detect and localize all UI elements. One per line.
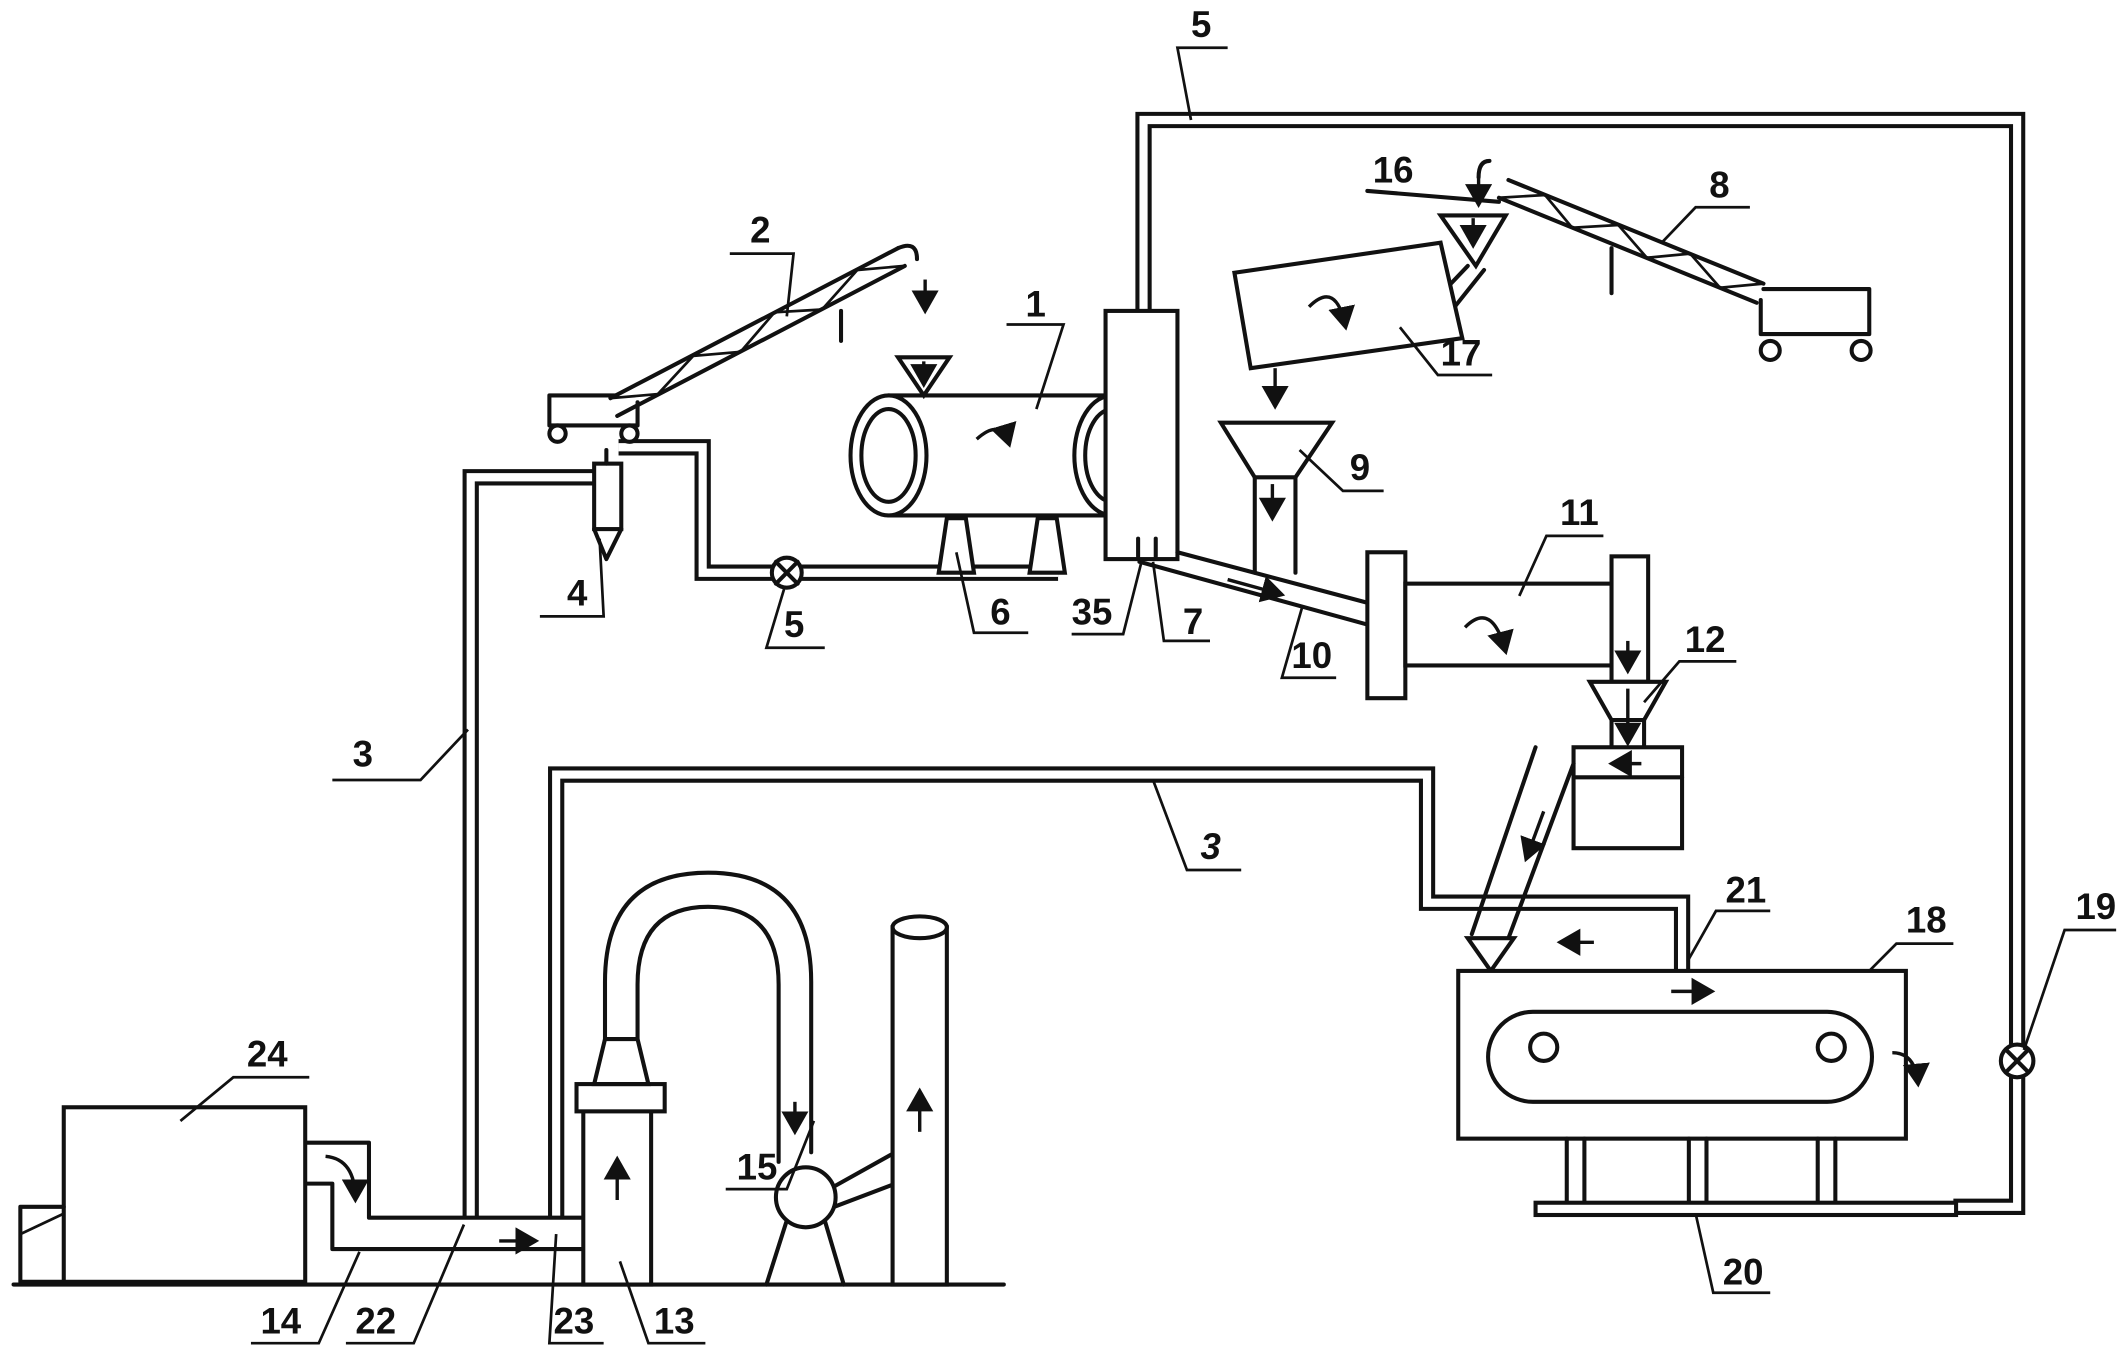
label-2: 2 [729,210,796,317]
label-17: 17 [1398,326,1493,377]
flow-arrow-10 [1227,575,1286,603]
chute-10 [1137,550,1370,627]
duct-arch [602,870,814,1164]
label-5-text: 5 [784,604,804,645]
chute-to-dryer [1463,745,1576,975]
label-12: 12 [1643,619,1737,704]
hopper-16 [1365,158,1510,313]
flow-arrow-chute [1520,810,1546,863]
label-7: 7 [1151,561,1211,643]
valve-5 [769,555,804,590]
label-9-text: 9 [1350,447,1370,488]
curved-arrow-unit-24 [325,1154,369,1204]
label-3-left-text: 3 [353,733,373,774]
hopper-12 [1586,679,1670,753]
label-20-text: 20 [1723,1251,1764,1292]
label-10-text: 10 [1291,635,1332,676]
label-18: 18 [1868,900,1954,972]
base-20 [1533,1200,1959,1218]
label-24-text: 24 [247,1033,288,1074]
label-13: 13 [618,1260,706,1345]
label-8-text: 8 [1709,165,1729,206]
pipe-14 [303,1140,586,1255]
label-24: 24 [179,1033,310,1122]
label-14: 14 [250,1251,361,1345]
label-35-text: 35 [1072,591,1113,632]
label-35: 35 [1071,558,1144,636]
label-9: 9 [1298,447,1384,493]
label-5-top-text: 5 [1191,4,1211,45]
rotary-drum-11 [1365,550,1651,701]
dryer-18 [1456,928,1930,1209]
label-5: 5 [764,588,825,650]
support-6 [936,516,1068,575]
pipe-cyclone-to-support [618,439,1059,581]
label-11: 11 [1518,492,1604,597]
conveyor-8 [1496,177,1873,363]
label-5-top: 5 [1175,4,1228,121]
label-16: 16 [1373,150,1414,191]
label-1: 1 [1006,283,1066,410]
label-15: 15 [725,1120,816,1191]
pipe-top-loop [1135,111,2026,1215]
label-3-middle: 3 [1151,779,1242,872]
pipe-3-left [462,469,600,1218]
rotation-arrow-1 [975,421,1017,448]
pipe-3-middle [548,766,1691,1218]
label-3-middle-text: 3 [1201,826,1222,867]
label-4-text: 4 [567,572,588,613]
label-18-text: 18 [1906,900,1947,941]
tower-13 [574,1037,667,1287]
chimney [890,914,949,1287]
rotation-arrow-17 [1307,295,1355,331]
label-6: 6 [955,551,1029,635]
label-21-text: 21 [1725,870,1766,911]
label-10: 10 [1280,606,1337,680]
label-12-text: 12 [1685,619,1726,660]
conveyor-2 [547,243,939,444]
label-13-text: 13 [654,1301,695,1342]
rotation-arrow-11 [1463,616,1514,656]
label-20: 20 [1694,1213,1771,1295]
label-6-text: 6 [990,591,1010,632]
label-3-left: 3 [332,728,469,782]
label-22-text: 22 [355,1301,396,1342]
label-22: 22 [345,1224,466,1345]
label-7-text: 7 [1183,601,1203,642]
label-19: 19 [2022,886,2116,1051]
pump-15 [764,1150,898,1287]
label-14-text: 14 [260,1301,301,1342]
label-17-text: 17 [1441,332,1482,373]
label-4: 4 [539,538,606,618]
discharge-arrow-18 [1892,1051,1930,1088]
label-19-text: 19 [2075,886,2116,927]
label-8: 8 [1660,165,1750,244]
label-23-text: 23 [553,1301,594,1342]
discharge-column [1103,308,1180,562]
hopper-9 [1217,420,1336,575]
box-17 [1232,240,1465,410]
label-23: 23 [547,1234,604,1345]
cyclone-4 [592,447,624,562]
valve-19 [1998,1042,2036,1080]
label-2-text: 2 [750,210,770,251]
unit-24 [18,1105,308,1284]
label-16-text: 16 [1373,150,1414,191]
label-15-text: 15 [737,1146,778,1187]
feeder-box [1571,745,1685,851]
label-1-text: 1 [1026,283,1046,324]
label-21: 21 [1686,870,1771,963]
label-11-text: 11 [1560,492,1599,533]
